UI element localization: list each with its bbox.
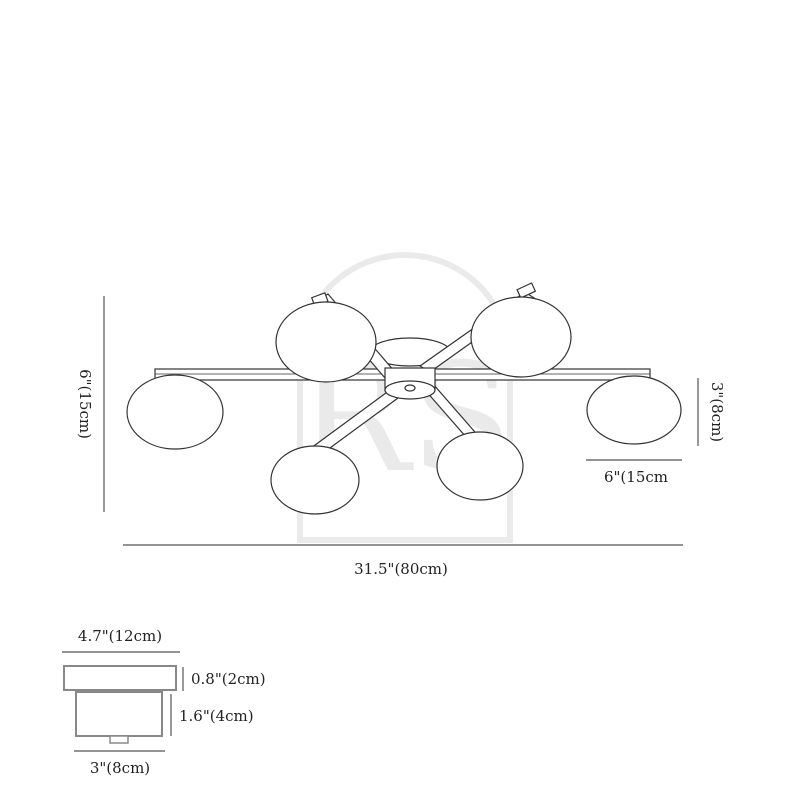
globe-bottom-left <box>270 445 360 515</box>
globe-width-label: 6"(15cm <box>604 468 668 486</box>
glass-globes <box>126 296 682 515</box>
canopy-top-height-label: 0.8"(2cm) <box>191 670 266 688</box>
total-width-label: 31.5"(80cm) <box>354 560 448 578</box>
canopy-side-view <box>63 665 177 744</box>
canopy-top-width-label: 4.7"(12cm) <box>78 627 162 645</box>
dimension-lines <box>62 296 699 752</box>
canopy-body-height-label: 1.6"(4cm) <box>179 707 254 725</box>
canopy-bottom-width-label: 3"(8cm) <box>90 759 150 777</box>
globe-height-label: 3"(8cm) <box>708 382 726 442</box>
globe-top-left <box>275 301 377 383</box>
globe-left <box>126 374 224 450</box>
globe-top-right <box>470 296 572 378</box>
height-total-label: 6"(15cm) <box>76 369 94 439</box>
center-hub <box>384 367 436 400</box>
globe-right <box>586 375 682 445</box>
globe-bottom-right <box>436 431 524 501</box>
